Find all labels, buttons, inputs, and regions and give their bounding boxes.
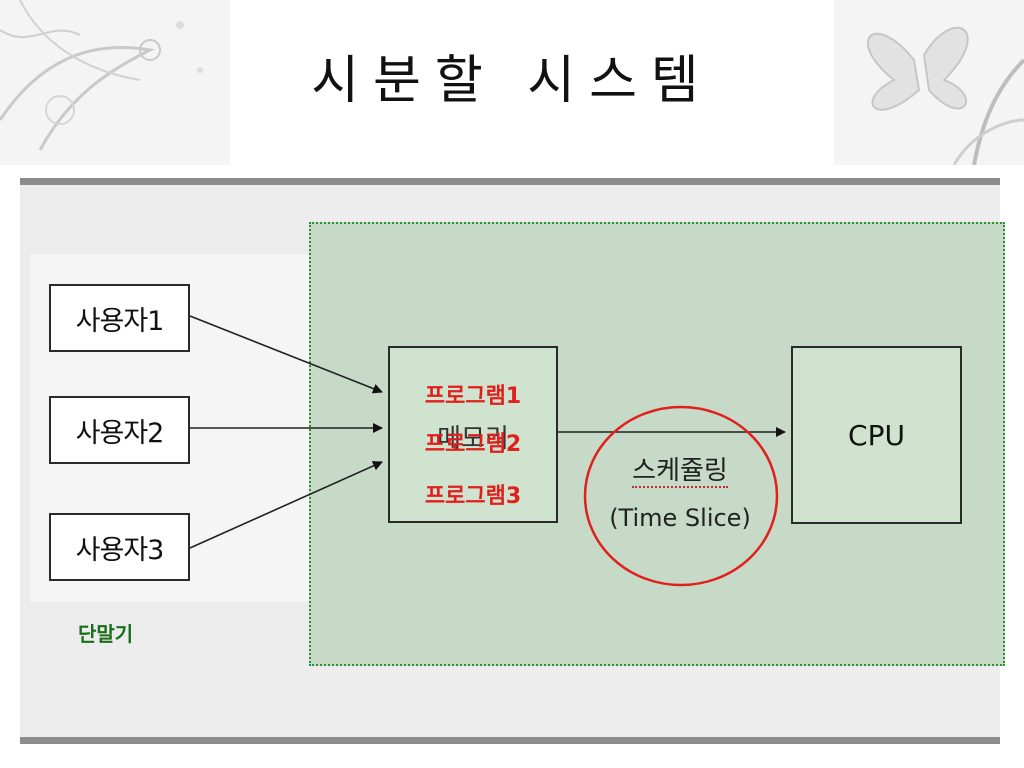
memory-box: 메모리 프로그램1 프로그램2 프로그램3: [388, 346, 558, 523]
user-2-box: 사용자2: [49, 396, 190, 464]
floral-decoration-left: [0, 0, 230, 165]
cpu-box: CPU: [791, 346, 962, 524]
program-3-label: 프로그램3: [424, 484, 522, 509]
memory-label: 메모리: [437, 424, 509, 454]
page-title: 시분할 시스템: [311, 51, 713, 111]
user-2-label: 사용자2: [75, 417, 165, 449]
user-1-box: 사용자1: [49, 284, 190, 352]
time-slice-label: (Time Slice): [609, 504, 751, 532]
butterfly-decoration-right: [834, 0, 1024, 165]
program-2-label: 프로그램2: [424, 432, 522, 457]
user-3-box: 사용자3: [49, 513, 190, 581]
scheduling-label: 스케쥴링: [632, 456, 728, 488]
program-1-label: 프로그램1: [424, 384, 522, 409]
terminal-label: 단말기: [78, 622, 134, 646]
user-3-label: 사용자3: [75, 534, 165, 566]
cpu-label: CPU: [848, 418, 905, 452]
scheduling-label-wrap: 스케쥴링: [585, 450, 775, 488]
user-1-label: 사용자1: [75, 305, 165, 337]
